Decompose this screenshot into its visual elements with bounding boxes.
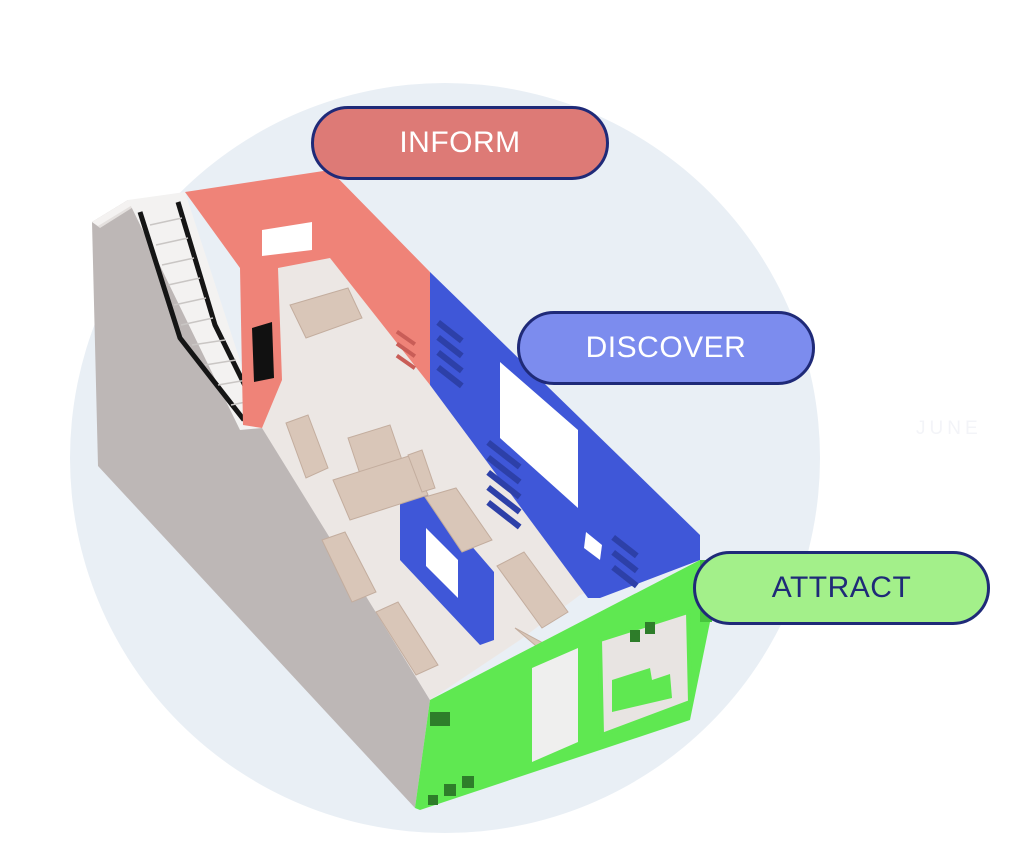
inform-side-wall — [330, 170, 430, 385]
discover-screen-large — [500, 362, 578, 508]
discover-shelves — [436, 319, 639, 589]
furniture — [285, 287, 590, 676]
discover-screen-small — [584, 532, 602, 560]
escalator-area — [128, 192, 262, 430]
inform-screen — [262, 222, 312, 256]
storefront-entrance — [532, 648, 578, 762]
inform-door — [252, 322, 274, 382]
inform-zone-label[interactable]: INFORM — [311, 106, 609, 180]
attract-decor — [428, 622, 655, 805]
escalator-handrail-left — [137, 211, 246, 422]
discover-partition-screen — [426, 528, 458, 598]
attract-window-display — [612, 668, 672, 712]
inform-shelves — [395, 329, 417, 370]
store-3d-model — [92, 170, 712, 810]
discover-zone-label[interactable]: DISCOVER — [517, 311, 815, 385]
watermark-text: JUNE — [916, 418, 982, 439]
outer-left-wall — [92, 200, 430, 808]
attract-zone-label[interactable]: ATTRACT — [693, 551, 990, 625]
